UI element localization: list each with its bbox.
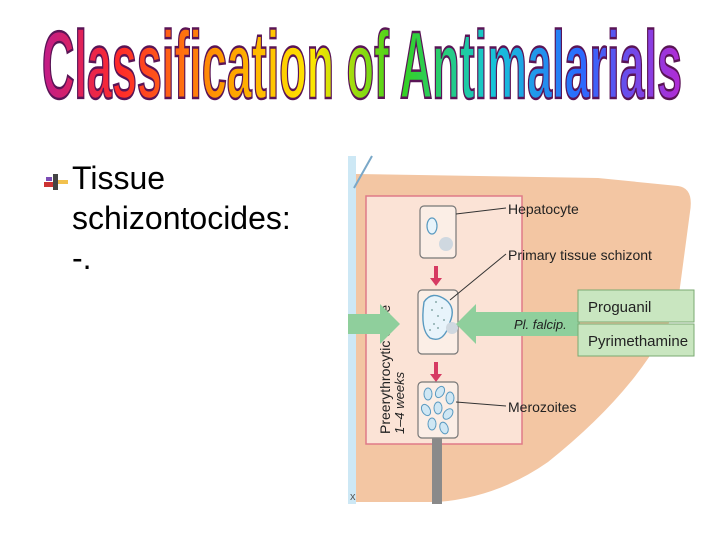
- red-arrow-1: [430, 266, 442, 286]
- bullet-icon: [44, 174, 68, 190]
- schizont-body: [422, 294, 453, 340]
- drug-box-pyrimethamine: [577, 323, 695, 357]
- cycle-label-line-2: 1–4 weeks: [392, 371, 407, 434]
- drug-proguanil: Proguanil: [588, 299, 651, 316]
- title-text: Classification of Antimalarials: [42, 14, 682, 114]
- hepatocyte-cell: [419, 205, 457, 259]
- parasite-sporozoite: [426, 217, 438, 235]
- label-pl-falcip: Pl. falcip.: [514, 317, 567, 332]
- preerythrocytic-cycle-figure: Preerythrocytic cycle 1–4 weeks Hepatocy…: [348, 155, 695, 504]
- bullet-line-2: schizontocides:: [72, 200, 291, 236]
- leader-hepatocyte: [455, 207, 507, 215]
- schizont-dots: [429, 301, 445, 331]
- green-arrow-left: [348, 304, 400, 344]
- schizont-nucleus: [446, 322, 458, 334]
- bullet-text: Tissue schizontocides: -.: [72, 158, 291, 278]
- red-arrow-2: [430, 362, 442, 382]
- corner-mark: x: [350, 491, 356, 503]
- leader-merozoites: [455, 401, 507, 407]
- bullet-line-3: -.: [72, 240, 92, 276]
- hepatocyte-nucleus: [439, 237, 453, 251]
- vessel-stem: [432, 438, 442, 504]
- drug-box-proguanil: [577, 289, 695, 323]
- leader-schizont: [449, 253, 507, 301]
- label-hepatocyte: Hepatocyte: [508, 201, 579, 217]
- drug-pyrimethamine: Pyrimethamine: [588, 333, 688, 350]
- merozoite-group: [420, 385, 455, 435]
- label-merozoites: Merozoites: [508, 399, 576, 415]
- slide-title: Classification of Antimalarials: [41, 14, 684, 114]
- label-primary-schizont: Primary tissue schizont: [508, 247, 652, 263]
- bullet-line-1: Tissue: [72, 160, 166, 196]
- blood-strip-tip: [353, 155, 373, 189]
- green-arrow-drug: [456, 304, 580, 344]
